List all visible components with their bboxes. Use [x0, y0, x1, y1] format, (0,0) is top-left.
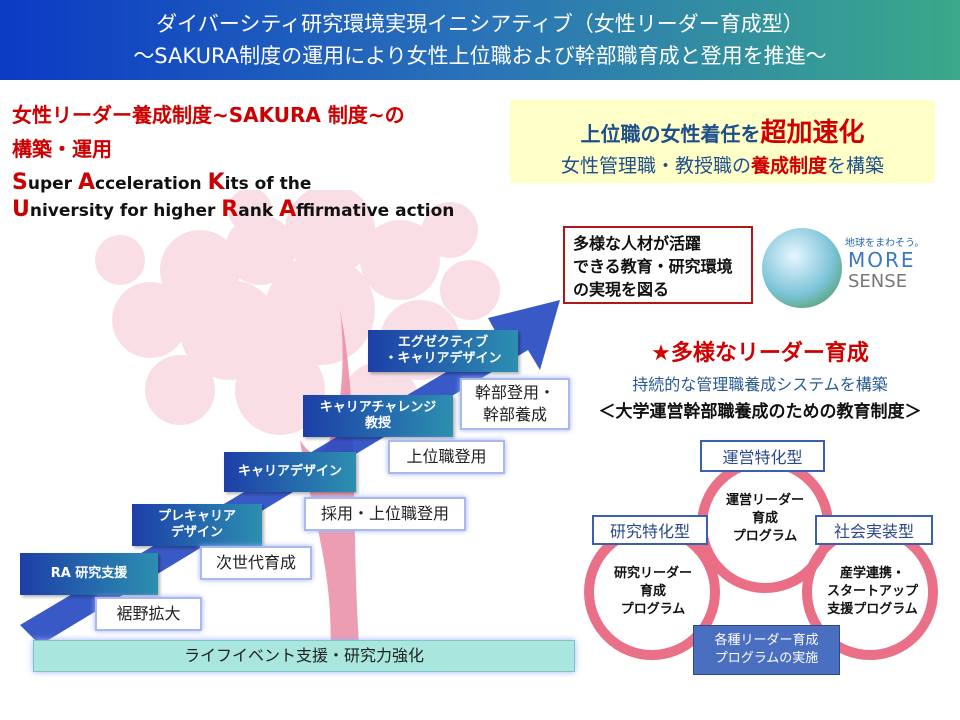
logo-tagline: 地球をまわそう。 [845, 238, 925, 249]
acronym-initial: K [207, 170, 225, 195]
acronym-initial: R [221, 197, 239, 222]
step-executive: エグゼクティブ ・キャリアデザイン [368, 330, 518, 372]
step-pre-career: プレキャリア デザイン [132, 504, 262, 546]
header-subtitle: ～SAKURA制度の運用により女性上位職および幹部職育成と登用を推進～ [133, 44, 827, 68]
goal-line: できる教育・研究環境 [573, 257, 733, 276]
acronym-initial: A [77, 170, 95, 195]
acronym-line1: Super Acceleration Kits of the [12, 170, 311, 195]
acronym-word: niversity for higher [29, 201, 222, 221]
acronym-word: cceleration [95, 174, 208, 194]
blossom [180, 280, 280, 380]
yb-emphasis2: 養成制度 [750, 155, 827, 177]
blossom [225, 215, 295, 285]
logo-more: MORE [848, 248, 916, 272]
step-career-design: キャリアデザイン [224, 452, 356, 492]
outcome-executive: 幹部登用・ 幹部養成 [460, 378, 570, 430]
acronym-word: ank [238, 201, 280, 221]
blossom [160, 230, 240, 310]
tag-management: 運営特化型 [700, 440, 825, 472]
venn-left-text: 研究リーダー 育成 プログラム [613, 566, 692, 617]
yb-text: 上位職の女性着任を [580, 122, 761, 146]
goal-line: 多様な人材が活躍 [573, 234, 702, 253]
header-banner: ダイバーシティ研究環境実現イニシアティブ（女性リーダー育成型） ～SAKURA制… [0, 0, 960, 80]
blossom [285, 190, 375, 275]
venn-bottom-box: 各種リーダー育成 プログラムの実施 [693, 625, 840, 675]
blossom [112, 282, 188, 358]
goal-line: の実現を図る [573, 280, 670, 299]
acronym-line2: University for higher Rank Affirmative a… [12, 197, 454, 222]
outcome-base-expansion: 裾野拡大 [95, 597, 202, 631]
acronym-word: its of the [224, 174, 312, 194]
blossom [95, 235, 145, 285]
acronym-initial: A [279, 197, 297, 222]
venn-right-text: 産学連携・ スタートアップ 支援プログラム [826, 566, 918, 617]
blossom [440, 260, 500, 320]
blossom [265, 255, 375, 365]
acronym-word: uper [27, 174, 78, 194]
outcome-promotion: 上位職登用 [388, 440, 505, 474]
outcome-next-gen: 次世代育成 [200, 546, 312, 580]
blossom [145, 355, 215, 425]
blossom [235, 345, 325, 435]
blossom [422, 202, 478, 258]
program-title: 女性リーダー養成制度~SAKURA 制度~の 構築・運用 [12, 98, 405, 166]
acronym-initial: S [12, 170, 28, 195]
acronym-word: ffirmative action [296, 201, 455, 221]
tag-research: 研究特化型 [592, 515, 708, 545]
program-title-line1: 女性リーダー養成制度~SAKURA 制度~の [12, 103, 405, 127]
goal-box: 多様な人材が活躍 できる教育・研究環境 の実現を図る [563, 226, 753, 304]
outcome-hiring: 採用・上位職登用 [304, 497, 466, 531]
yb-emphasis: 超加速化 [760, 118, 865, 148]
step-career-challenge: キャリアチャレンジ 教授 [303, 395, 453, 437]
leaders-subtitle: 持続的な管理職養成システムを構築 [632, 375, 888, 394]
sakura-tree-illustration [20, 190, 560, 660]
leaders-title: ★多様なリーダー育成 [651, 341, 869, 366]
life-event-support-bar: ライフイベント支援・研究力強化 [33, 640, 575, 672]
leaders-section: ★多様なリーダー育成 持続的な管理職養成システムを構築 ＜大学運営幹部職養成のた… [570, 335, 950, 422]
yb-text3: を構築 [827, 155, 885, 177]
venn-top-text: 運営リーダー 育成 プログラム [725, 493, 804, 544]
tag-social: 社会実装型 [815, 515, 933, 545]
program-title-line2: 構築・運用 [12, 137, 112, 161]
yb-text2: 女性管理職・教授職の [560, 155, 751, 177]
acceleration-box: 上位職の女性着任を超加速化 女性管理職・教授職の養成制度を構築 [510, 100, 935, 183]
globe-logo-icon [762, 228, 842, 308]
leaders-system: ＜大学運営幹部職養成のための教育制度＞ [598, 402, 922, 422]
acronym-initial: U [12, 197, 30, 222]
logo-sense: SENSE [848, 271, 908, 292]
header-title: ダイバーシティ研究環境実現イニシアティブ（女性リーダー育成型） [156, 12, 804, 36]
blossom [228, 190, 272, 232]
step-ra-support: RA 研究支援 [20, 553, 158, 595]
blossom [360, 220, 440, 300]
